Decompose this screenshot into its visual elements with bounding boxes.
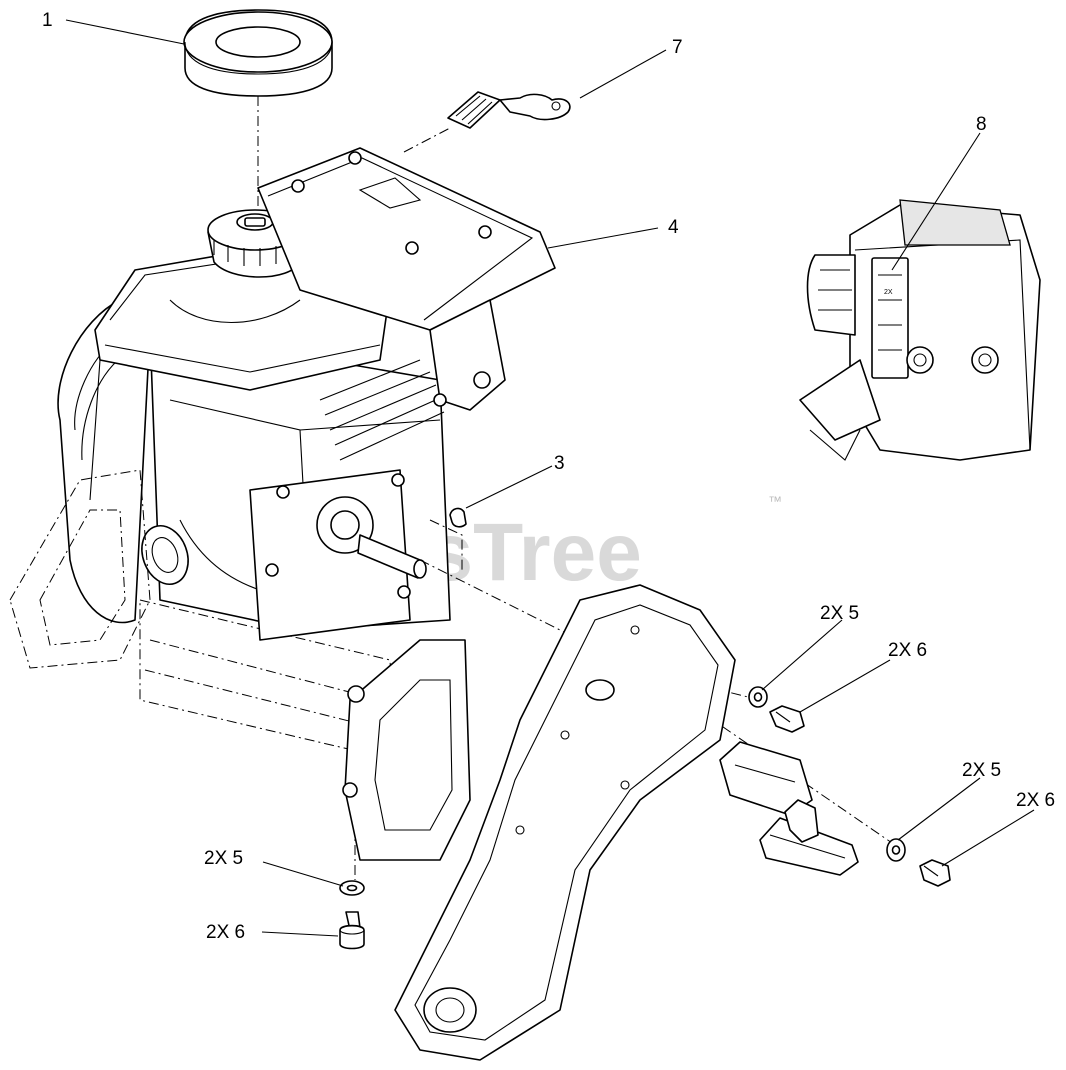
- callout-2x5-right-lower: 2X 5: [962, 760, 1001, 781]
- callout-2x5-right-upper: 2X 5: [820, 603, 859, 624]
- center-plate: [342, 639, 471, 861]
- callout-2x6-right-upper: 2X 6: [888, 640, 927, 661]
- engine-assembly: [57, 147, 556, 761]
- callout-2x5-bottom: 2X 5: [204, 848, 243, 869]
- washer-right-upper[interactable]: [748, 686, 768, 708]
- part-3-key[interactable]: [449, 507, 467, 528]
- hinge-bracket: [719, 741, 859, 876]
- callout-1: 1: [42, 10, 53, 31]
- part-8-decal-view[interactable]: 2X: [799, 199, 1041, 461]
- part-4-shroud[interactable]: [257, 147, 556, 331]
- centerline-key: [403, 127, 451, 153]
- bolt-right-upper[interactable]: [769, 705, 805, 733]
- callout-3: 3: [554, 453, 565, 474]
- callout-2x6-bottom: 2X 6: [206, 922, 245, 943]
- part-1-gasket[interactable]: [183, 9, 333, 97]
- callout-7: 7: [672, 37, 683, 58]
- callout-2x6-right-lower: 2X 6: [1016, 790, 1055, 811]
- centerline-key3: [429, 519, 463, 570]
- decal-text: 2X: [884, 289, 893, 296]
- part-7-key[interactable]: [447, 91, 571, 129]
- washer-bottom[interactable]: [339, 880, 365, 896]
- callout-8: 8: [976, 114, 987, 135]
- bolt-right-lower[interactable]: [919, 859, 951, 887]
- callout-4: 4: [668, 217, 679, 238]
- callout-labels: 1 7 8 4 3 2X 5 2X 6 2X 5 2X 6 2X 5 2X 6: [42, 10, 1055, 943]
- watermark-trademark: ™: [768, 493, 782, 509]
- leader-lines: [65, 19, 1035, 937]
- main-frame: [394, 584, 736, 1061]
- bolt-bottom[interactable]: [339, 911, 365, 950]
- left-bracket-outline: [9, 469, 151, 669]
- washer-right-lower[interactable]: [886, 838, 906, 862]
